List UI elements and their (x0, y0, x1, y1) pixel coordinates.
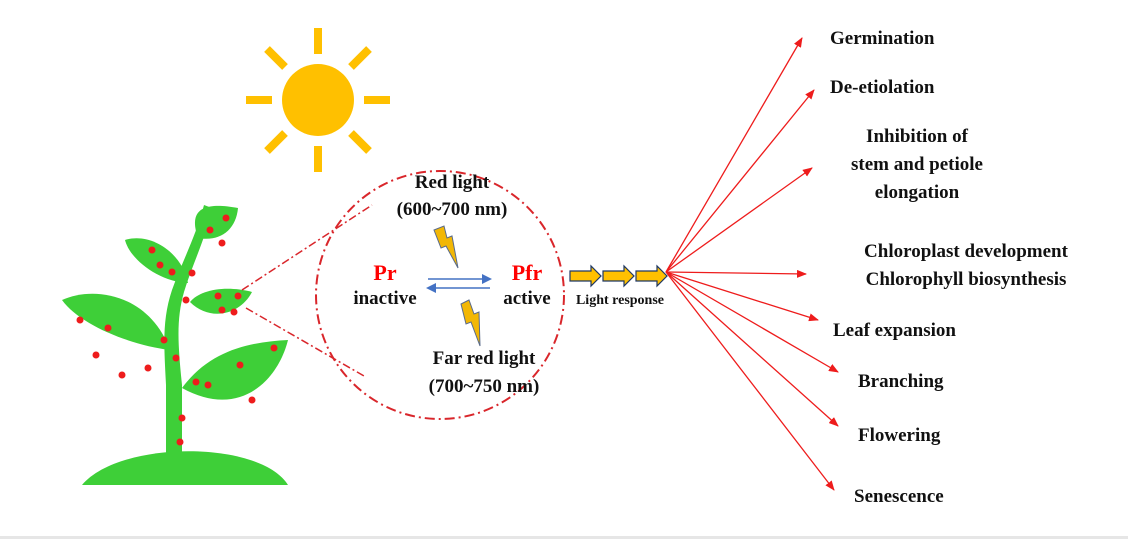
response-arrow (665, 271, 835, 491)
leaf-upper-left (125, 238, 188, 283)
response-arrow (665, 271, 839, 373)
far-red-label: Far red light (433, 348, 536, 369)
leaf-top (194, 205, 238, 239)
sun-icon (246, 28, 390, 172)
response-label: Senescence (854, 486, 944, 507)
pfr-symbol: Pfr (512, 260, 543, 285)
response-arrow (665, 89, 815, 273)
block-arrow-icon (569, 264, 668, 288)
response-label: Flowering (858, 425, 941, 446)
response-label-line: Branching (858, 371, 944, 392)
pfr-state: active (503, 288, 550, 309)
zoom-circle (315, 170, 565, 420)
plant-icon (62, 205, 288, 485)
response-arrows (665, 37, 839, 491)
response-label-line: elongation (875, 182, 960, 203)
zoom-lines (241, 204, 373, 377)
leaf-left (62, 293, 170, 350)
response-label-line: Leaf expansion (833, 320, 956, 341)
bottom-divider (0, 536, 1128, 539)
response-label-line: De-etiolation (830, 77, 935, 98)
response-label: Branching (858, 371, 944, 392)
red-light-label: Red light (415, 172, 490, 193)
equilibrium-arrows (426, 274, 492, 293)
response-label: Germination (830, 28, 935, 49)
response-arrow (665, 271, 839, 427)
response-label-line: Chloroplast development (864, 241, 1069, 262)
response-arrow (665, 167, 813, 273)
response-label-line: stem and petiole (851, 154, 983, 175)
response-label-line: Flowering (858, 425, 941, 446)
response-label: Leaf expansion (833, 320, 956, 341)
response-label-line: Chlorophyll biosynthesis (866, 269, 1067, 290)
far-red-range: (700~750 nm) (429, 376, 540, 397)
response-label: De-etiolation (830, 77, 935, 98)
red-light-range: (600~700 nm) (397, 199, 508, 220)
lightning-bolt-icon (460, 299, 481, 347)
soil-mound (82, 451, 288, 485)
response-label-line: Germination (830, 28, 935, 49)
response-arrow (665, 271, 819, 322)
plant-spots (76, 214, 278, 446)
pr-symbol: Pr (373, 260, 396, 285)
response-label-line: Inhibition of (866, 126, 969, 147)
lightning-bolt-icon (433, 225, 459, 269)
response-arrow (665, 269, 807, 278)
light-response-label: Light response (576, 293, 664, 308)
response-label: Inhibition of stem and petiole elongation (851, 126, 983, 203)
pr-state: inactive (353, 288, 416, 309)
response-arrow (665, 37, 803, 273)
plant-stem (164, 205, 212, 485)
response-label-line: Senescence (854, 486, 944, 507)
